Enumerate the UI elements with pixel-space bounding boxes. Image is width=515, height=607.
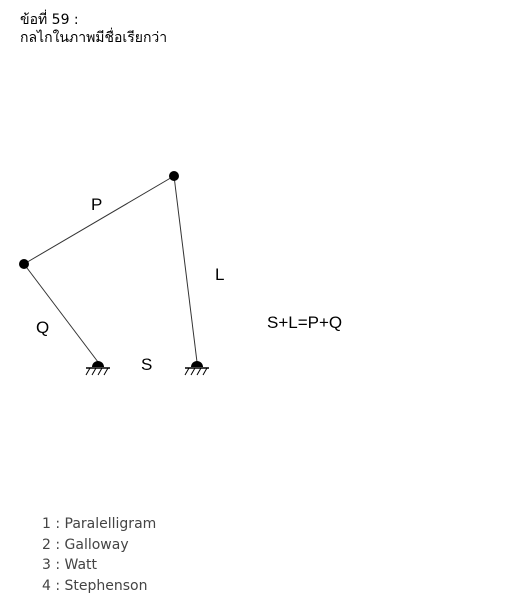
link-l — [173, 175, 198, 363]
label-s: S — [141, 355, 152, 374]
joint-left — [19, 259, 29, 269]
link-p — [23, 175, 175, 265]
ground-support-right — [184, 361, 209, 376]
answer-choices: 1 : Paralelligram 2 : Galloway 3 : Watt … — [42, 514, 156, 596]
joint-top — [169, 171, 179, 181]
choice-4[interactable]: 4 : Stephenson — [42, 577, 148, 594]
question-block: ข้อที่ 59 : กลไกในภาพมีชื่อเรียกว่า — [20, 11, 167, 47]
choice-1[interactable]: 1 : Paralelligram — [42, 516, 157, 532]
label-l: L — [215, 265, 224, 284]
question-text: กลไกในภาพมีชื่อเรียกว่า — [20, 30, 168, 46]
label-q: Q — [36, 318, 49, 337]
choice-2[interactable]: 2 : Galloway — [42, 536, 129, 553]
choice-3[interactable]: 3 : Watt — [42, 557, 98, 573]
question-number: ข้อที่ 59 : — [20, 12, 79, 28]
equation: S+L=P+Q — [267, 313, 342, 332]
ground-support-left — [85, 361, 110, 376]
link-q — [23, 263, 99, 363]
label-p: P — [91, 195, 102, 214]
